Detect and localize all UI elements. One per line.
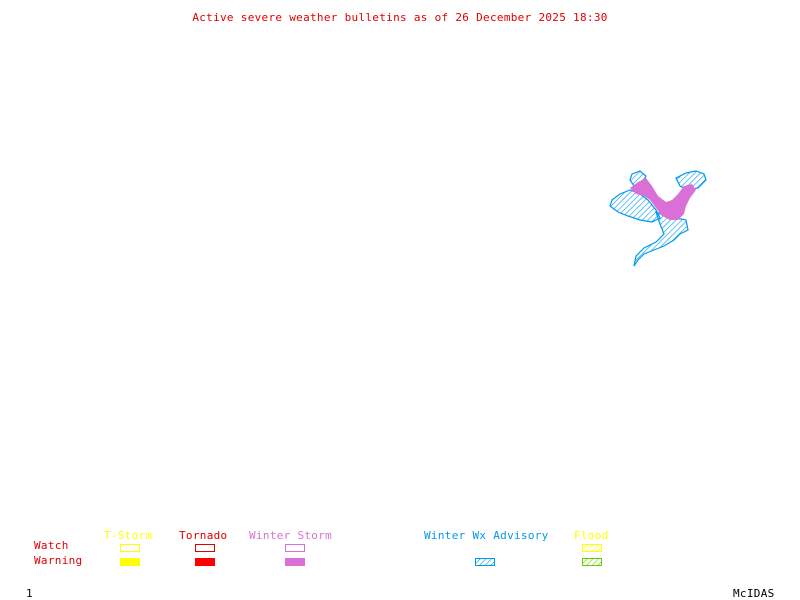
winter-storm-warning-swatch (285, 558, 305, 566)
winter-storm-watch-swatch (285, 544, 305, 552)
tornado-warning-swatch (195, 558, 215, 566)
tornado-watch-swatch (195, 544, 215, 552)
frame-number: 1 (26, 587, 33, 600)
legend-header-tornado: Tornado (179, 529, 228, 542)
legend-header-winter-storm: Winter Storm (249, 529, 333, 542)
winter-wx-advisory-area (609, 170, 707, 267)
winter-storm-warning-area (630, 178, 696, 220)
legend-row-watch: Watch (34, 539, 69, 552)
tstorm-warning-swatch (120, 558, 140, 566)
mcidas-label: McIDAS (733, 587, 775, 600)
legend-header-tstorm: T-Storm (104, 529, 153, 542)
flood-warning-swatch (582, 558, 602, 566)
alert-map (609, 170, 707, 267)
legend-header-flood: Flood (574, 529, 609, 542)
tstorm-watch-swatch (120, 544, 140, 552)
flood-watch-swatch (582, 544, 602, 552)
winter-wx-advisory-swatch (475, 558, 495, 566)
legend-row-warning: Warning (34, 554, 83, 567)
bulletin-title: Active severe weather bulletins as of 26… (192, 11, 608, 24)
legend-header-winter-wx-advisory: Winter Wx Advisory (424, 529, 549, 542)
